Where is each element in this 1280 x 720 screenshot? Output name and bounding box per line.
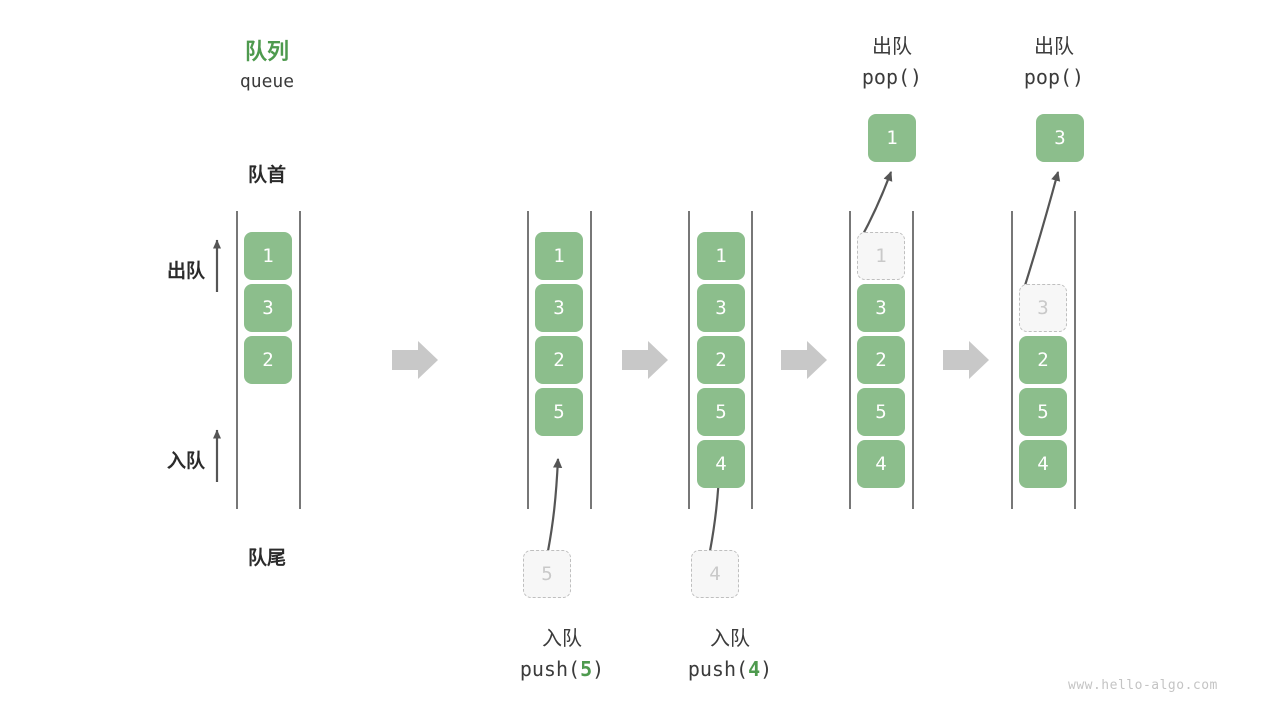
queue-front-label: 队首	[247, 164, 286, 186]
queue-cell-ghost: 1	[857, 232, 905, 280]
queue-cell: 2	[244, 336, 292, 384]
queue-cell: 5	[1019, 388, 1067, 436]
queue-cell: 4	[857, 440, 905, 488]
pop-header-code: pop()	[861, 65, 923, 89]
queue-title-en: queue	[239, 71, 295, 92]
push-code-suffix: )	[760, 657, 773, 681]
queue-cell: 4	[1019, 440, 1067, 488]
pop-header-cn: 出队	[872, 34, 912, 58]
queue-cell: 5	[857, 388, 905, 436]
push-caption-code: push(4)	[655, 657, 805, 681]
push-caption-code: push(5)	[487, 657, 637, 681]
queue-cell: 1	[244, 232, 292, 280]
queue-cell: 3	[244, 284, 292, 332]
step-arrow-1	[392, 341, 438, 379]
enqueue-direction-label: 入队	[166, 450, 205, 472]
dequeue-direction-label: 出队	[166, 260, 205, 282]
queue-cell-ghost: 3	[1019, 284, 1067, 332]
popped-cell: 3	[1036, 114, 1084, 162]
push-code-suffix: )	[592, 657, 605, 681]
pop-header-code: pop()	[1023, 65, 1085, 89]
step-arrow-3	[781, 341, 827, 379]
push-caption-cn: 入队	[710, 626, 750, 650]
queue-cell: 1	[697, 232, 745, 280]
push-code-value: 4	[748, 657, 761, 681]
push-code-prefix: push(	[687, 657, 749, 681]
queue-cell: 5	[697, 388, 745, 436]
queue-cell: 5	[535, 388, 583, 436]
queue-cell: 2	[857, 336, 905, 384]
step-arrow-4	[943, 341, 989, 379]
incoming-ghost-cell: 5	[523, 550, 571, 598]
push-code-prefix: push(	[519, 657, 581, 681]
queue-cell: 3	[697, 284, 745, 332]
queue-cell: 2	[697, 336, 745, 384]
queue-cell: 3	[857, 284, 905, 332]
queue-cell: 1	[535, 232, 583, 280]
queue-cell: 4	[697, 440, 745, 488]
pop-header-cn: 出队	[1034, 34, 1074, 58]
push-code-value: 5	[580, 657, 593, 681]
pop-arrow-col5	[1020, 170, 1061, 296]
push-arrow-col2	[546, 457, 563, 552]
queue-cell: 3	[535, 284, 583, 332]
queue-rear-label: 队尾	[247, 547, 286, 569]
queue-cell: 2	[1019, 336, 1067, 384]
incoming-ghost-cell: 4	[691, 550, 739, 598]
push-caption-cn: 入队	[542, 626, 582, 650]
watermark: www.hello-algo.com	[1068, 678, 1218, 693]
popped-cell: 1	[868, 114, 916, 162]
queue-cell: 2	[535, 336, 583, 384]
queue-title-cn: 队列	[244, 40, 289, 65]
pop-arrow-col4	[859, 170, 893, 241]
step-arrow-2	[622, 341, 668, 379]
